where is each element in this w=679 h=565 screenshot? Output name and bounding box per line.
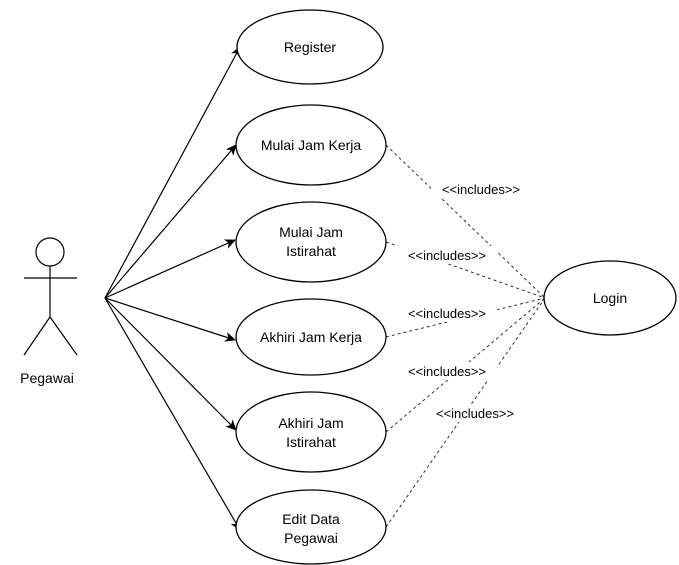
use-case-akhiri-jam-istirahat: Akhiri Jam Istirahat	[235, 391, 387, 473]
use-case-label: Register	[284, 39, 336, 55]
use-case-label: Login	[593, 290, 627, 306]
use-case-mulai-jam-istirahat: Mulai Jam Istirahat	[235, 201, 387, 283]
include-labels: <<includes>> <<includes>> <<includes>> <…	[397, 180, 531, 422]
use-case-label-line-1: Edit Data	[282, 511, 340, 527]
use-case-label-line-1: Akhiri Jam	[278, 415, 343, 431]
use-case-login: Login	[543, 260, 677, 336]
include-label-3: <<includes>>	[408, 306, 486, 321]
use-case-label: Akhiri Jam Kerja	[260, 329, 362, 345]
association-akhiri-jam-kerja	[104, 297, 236, 342]
use-case-label: Mulai Jam Kerja	[261, 137, 362, 153]
association-mulai-jam-istirahat	[104, 239, 236, 299]
actor-name: Pegawai	[20, 370, 74, 386]
use-case-mulai-jam-kerja: Mulai Jam Kerja	[235, 104, 387, 186]
use-case-label-line-2: Istirahat	[286, 434, 336, 450]
use-case-label-line-1: Mulai Jam	[279, 224, 343, 240]
use-case-label-line-2: Pegawai	[284, 530, 338, 546]
actor-head-icon	[35, 237, 65, 267]
include-label-4: <<includes>>	[408, 364, 486, 379]
include-label-2: <<includes>>	[408, 248, 486, 263]
use-case-label-line-2: Istirahat	[286, 243, 336, 259]
include-line-mulai-jam-istirahat	[385, 241, 546, 299]
association-lines	[104, 46, 241, 531]
association-akhiri-jam-istirahat	[104, 297, 237, 431]
actor-pegawai: Pegawai	[20, 237, 78, 386]
include-label-5: <<includes>>	[436, 406, 514, 421]
actor-left-leg	[23, 316, 51, 356]
actor-right-leg	[49, 316, 78, 356]
include-lines	[385, 144, 546, 528]
association-mulai-jam-kerja	[104, 144, 237, 299]
association-register	[104, 46, 241, 299]
include-label-1: <<includes>>	[442, 182, 520, 197]
include-line-mulai-jam-kerja	[385, 144, 546, 299]
use-case-edit-data-pegawai: Edit Data Pegawai	[235, 489, 387, 565]
use-case-register: Register	[236, 9, 384, 85]
use-case-akhiri-jam-kerja: Akhiri Jam Kerja	[235, 298, 387, 376]
association-edit-data-pegawai	[104, 297, 241, 531]
